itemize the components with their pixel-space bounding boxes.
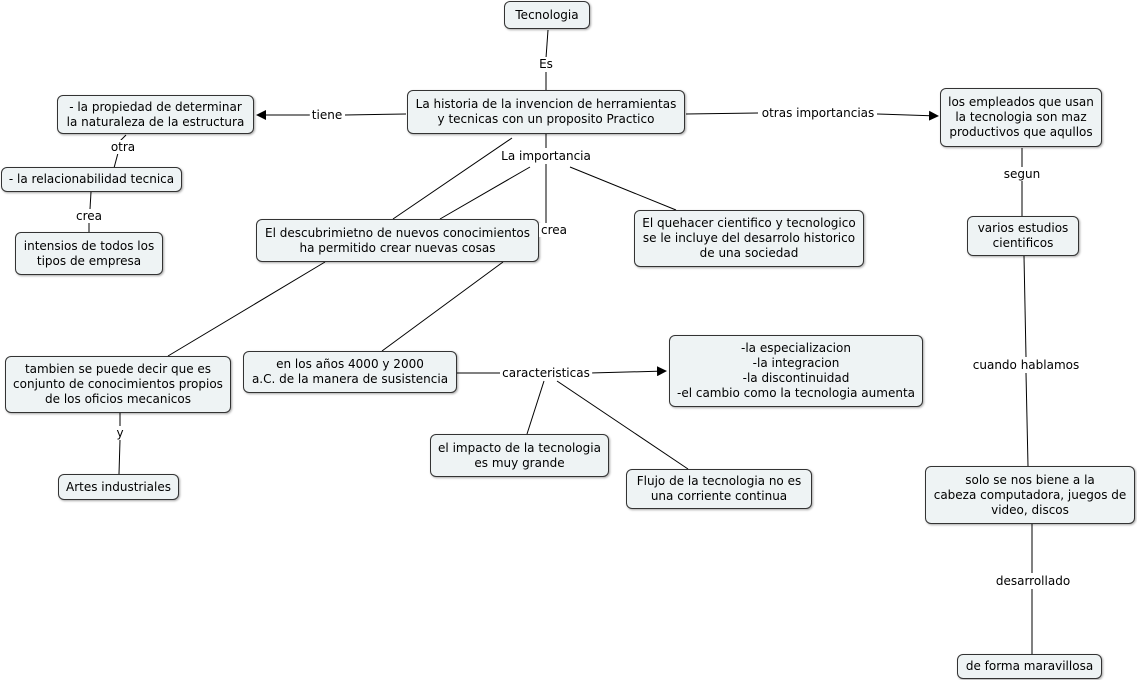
link-label-caracteristicas: caracteristicas: [500, 366, 592, 380]
node-impacto[interactable]: el impacto de la tecnologia es muy grand…: [430, 434, 609, 477]
node-propiedad[interactable]: - la propiedad de determinar la naturale…: [57, 95, 254, 134]
node-maravillosa[interactable]: de forma maravillosa: [957, 654, 1102, 679]
node-tambien[interactable]: tambien se puede decir que es conjunto d…: [5, 356, 231, 413]
node-tecnologia[interactable]: Tecnologia: [504, 1, 590, 29]
link-label-otra: otra: [108, 140, 138, 154]
link-label-otras-importancias: otras importancias: [759, 106, 877, 120]
node-anos[interactable]: en los años 4000 y 2000 a.C. de la maner…: [243, 351, 457, 393]
link-label-la-importancia: La importancia: [499, 149, 593, 163]
node-historia[interactable]: La historia de la invencion de herramien…: [407, 90, 685, 134]
node-relacionabilidad[interactable]: - la relacionabilidad tecnica: [1, 167, 182, 192]
link-label-cuando-hablamos: cuando hablamos: [970, 358, 1082, 372]
link-label-segun: segun: [1001, 167, 1043, 181]
link-label-crea-left: crea: [73, 209, 105, 223]
link-label-tiene: tiene: [309, 108, 345, 122]
node-solo[interactable]: solo se nos biene a la cabeza computador…: [925, 466, 1135, 524]
node-estudios[interactable]: varios estudios cientificos: [967, 216, 1079, 256]
node-quehacer[interactable]: El quehacer cientifico y tecnologico se …: [634, 210, 864, 267]
node-flujo[interactable]: Flujo de la tecnologia no es una corrien…: [626, 469, 812, 509]
link-label-crea-center: crea: [538, 223, 570, 237]
node-empleados[interactable]: los empleados que usan la tecnologia son…: [940, 88, 1102, 147]
link-label-y: y: [114, 426, 126, 440]
node-intensivos[interactable]: intensios de todos los tipos de empresa: [15, 232, 163, 275]
node-artes[interactable]: Artes industriales: [58, 474, 179, 500]
link-label-desarrollado: desarrollado: [993, 574, 1073, 588]
node-especializacion[interactable]: -la especializacion -la integracion -la …: [669, 335, 923, 407]
link-label-es: Es: [537, 57, 555, 71]
node-descubrimiento[interactable]: El descubrimietno de nuevos conocimiento…: [256, 219, 539, 262]
